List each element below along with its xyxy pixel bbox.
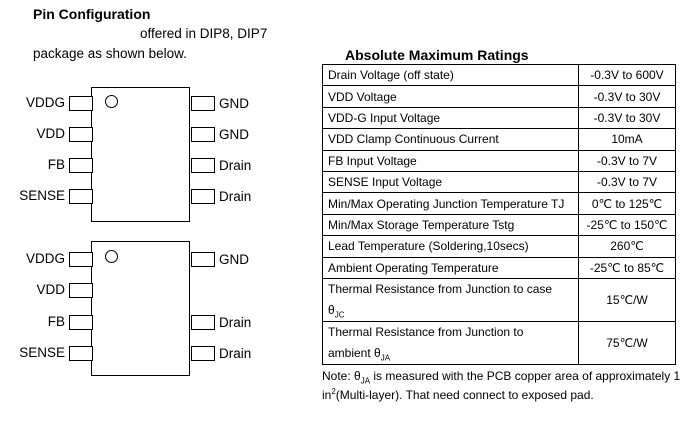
param-cell: VDD Clamp Continuous Current <box>322 128 579 151</box>
theta-symbol: θ <box>374 345 381 360</box>
chip-pin <box>69 315 93 330</box>
pin-label-vddg: VDDG <box>25 95 65 110</box>
pin-label-drain: Drain <box>219 346 252 361</box>
table-row: VDD Clamp Continuous Current 10mA <box>322 128 676 151</box>
chip-pin <box>69 252 93 267</box>
value-cell: -25℃ to 85℃ <box>578 256 676 279</box>
pin-config-intro-line2: package as shown below. <box>33 46 187 61</box>
note-line2-b: (Multi-layer). That need connect to expo… <box>335 388 594 402</box>
chip-pin <box>191 158 215 173</box>
chip-pin <box>191 96 215 111</box>
chip-pin <box>69 283 93 298</box>
pin-label-gnd: GND <box>219 127 249 142</box>
param-cell: Ambient Operating Temperature <box>322 256 579 279</box>
param-cell: Drain Voltage (off state) <box>322 63 579 87</box>
table-row: VDD Voltage -0.3V to 30V <box>322 85 676 108</box>
chip-pin <box>191 189 215 204</box>
thermal-ja-prefix: ambient <box>328 345 375 360</box>
table-row: Thermal Resistance from Junction to ambi… <box>322 320 676 365</box>
table-row: Min/Max Operating Junction Temperature T… <box>322 192 676 215</box>
pin-label-fb: FB <box>47 314 65 329</box>
ratings-note: Note: θJA is measured with the PCB coppe… <box>322 367 686 405</box>
chip-pin <box>69 346 93 361</box>
chip-body <box>91 241 190 376</box>
value-cell: -0.3V to 600V <box>578 63 676 87</box>
table-row: Lead Temperature (Soldering,10secs) 260℃ <box>322 235 676 258</box>
table-row: VDD-G Input Voltage -0.3V to 30V <box>322 106 676 130</box>
ratings-table: Drain Voltage (off state) -0.3V to 600V … <box>322 63 676 365</box>
theta-subscript: JC <box>334 310 345 320</box>
param-cell: FB Input Voltage <box>322 149 579 172</box>
chip-pin <box>69 127 93 142</box>
theta-symbol: θ <box>328 302 335 317</box>
table-row: SENSE Input Voltage -0.3V to 7V <box>322 170 676 194</box>
value-cell: 0℃ to 125℃ <box>578 192 676 215</box>
pin-label-fb: FB <box>47 157 65 172</box>
chip-pin <box>69 189 93 204</box>
table-row: Drain Voltage (off state) -0.3V to 600V <box>322 63 676 87</box>
param-cell: VDD-G Input Voltage <box>322 106 579 130</box>
value-cell: 15℃/W <box>578 277 676 322</box>
value-cell: 10mA <box>578 128 676 151</box>
pin-label-gnd: GND <box>219 252 249 267</box>
value-cell: 260℃ <box>578 235 676 258</box>
value-cell: -0.3V to 30V <box>578 85 676 108</box>
param-cell: SENSE Input Voltage <box>322 170 579 194</box>
pin-label-gnd: GND <box>219 96 249 111</box>
table-row: Min/Max Storage Temperature Tstg -25℃ to… <box>322 213 676 237</box>
pin-label-vdd: VDD <box>36 126 65 141</box>
ratings-title: Absolute Maximum Ratings <box>345 47 529 63</box>
param-cell: Min/Max Operating Junction Temperature T… <box>322 192 579 215</box>
note-subscript: JA <box>360 376 371 386</box>
value-cell: -0.3V to 7V <box>578 149 676 172</box>
pin1-marker-icon <box>105 250 118 263</box>
note-prefix: Note: θ <box>322 369 361 383</box>
chip-pin <box>69 96 93 111</box>
pin-label-drain: Drain <box>219 158 252 173</box>
param-cell: Min/Max Storage Temperature Tstg <box>322 213 579 237</box>
param-cell: Thermal Resistance from Junction to ambi… <box>322 320 579 365</box>
table-row: Thermal Resistance from Junction to case… <box>322 277 676 322</box>
param-cell: VDD Voltage <box>322 85 579 108</box>
value-cell: -0.3V to 7V <box>578 170 676 194</box>
note-line2-a: in <box>322 388 332 402</box>
note-rest: is measured with the PCB copper area of … <box>370 369 681 383</box>
note-superscript: 2 <box>331 387 336 396</box>
chip-body <box>91 87 190 222</box>
value-cell: -0.3V to 30V <box>578 106 676 130</box>
chip-pin <box>191 346 215 361</box>
pin-label-drain: Drain <box>219 189 252 204</box>
pin-label-vdd: VDD <box>36 282 65 297</box>
param-cell: Thermal Resistance from Junction to case… <box>322 277 579 322</box>
param-cell: Lead Temperature (Soldering,10secs) <box>322 235 579 258</box>
pin-label-sense: SENSE <box>19 188 65 203</box>
pin-config-intro-line1: offered in DIP8, DIP7 <box>140 26 268 41</box>
chip-pin <box>191 127 215 142</box>
thermal-ja-label: Thermal Resistance from Junction to <box>328 324 524 339</box>
pin-label-vddg: VDDG <box>25 251 65 266</box>
pin-config-heading: Pin Configuration <box>33 6 151 22</box>
pin1-marker-icon <box>105 95 118 108</box>
pin-label-sense: SENSE <box>19 345 65 360</box>
chip-pin <box>191 252 215 267</box>
table-row: FB Input Voltage -0.3V to 7V <box>322 149 676 172</box>
table-row: Ambient Operating Temperature -25℃ to 85… <box>322 256 676 279</box>
value-cell: -25℃ to 150℃ <box>578 213 676 237</box>
thermal-jc-label: Thermal Resistance from Junction to case <box>328 281 553 296</box>
chip-pin <box>69 158 93 173</box>
chip-pin <box>191 315 215 330</box>
value-cell: 75℃/W <box>578 320 676 365</box>
pin-label-drain: Drain <box>219 315 252 330</box>
theta-subscript: JA <box>380 353 391 363</box>
